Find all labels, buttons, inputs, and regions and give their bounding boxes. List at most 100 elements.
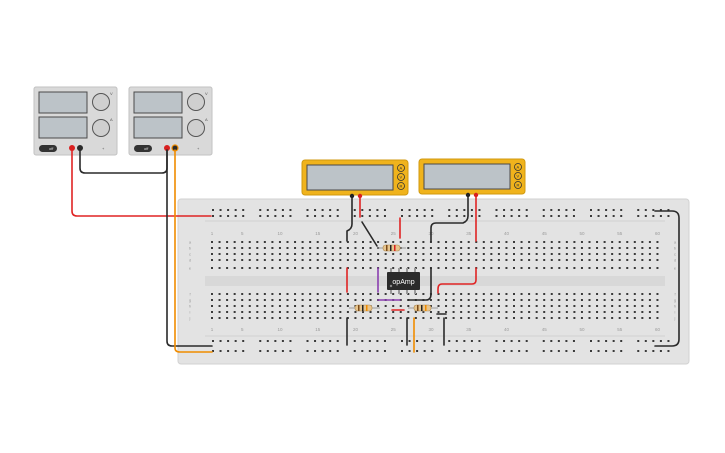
rail-hole[interactable] xyxy=(652,350,655,352)
rail-hole[interactable] xyxy=(620,350,623,352)
power-supply-1[interactable]: V A off + xyxy=(33,86,118,156)
breadboard-hole[interactable] xyxy=(535,293,538,295)
breadboard-hole[interactable] xyxy=(369,259,372,261)
rail-hole[interactable] xyxy=(510,209,513,211)
breadboard-hole[interactable] xyxy=(497,241,500,243)
breadboard-hole[interactable] xyxy=(256,311,259,313)
breadboard-hole[interactable] xyxy=(399,267,402,269)
breadboard-hole[interactable] xyxy=(414,247,417,249)
breadboard-hole[interactable] xyxy=(596,253,599,255)
breadboard-hole[interactable] xyxy=(445,253,448,255)
breadboard-hole[interactable] xyxy=(452,311,455,313)
breadboard-hole[interactable] xyxy=(399,293,402,295)
breadboard-hole[interactable] xyxy=(263,241,266,243)
voltage-knob[interactable] xyxy=(92,93,110,111)
rail-hole[interactable] xyxy=(572,215,575,217)
breadboard-hole[interactable] xyxy=(588,293,591,295)
breadboard-hole[interactable] xyxy=(241,267,244,269)
breadboard-hole[interactable] xyxy=(656,305,659,307)
breadboard-hole[interactable] xyxy=(618,241,621,243)
rail-hole[interactable] xyxy=(289,350,292,352)
breadboard-hole[interactable] xyxy=(505,247,508,249)
breadboard-hole[interactable] xyxy=(233,311,236,313)
breadboard-hole[interactable] xyxy=(437,293,440,295)
rail-hole[interactable] xyxy=(361,209,364,211)
rail-hole[interactable] xyxy=(408,215,411,217)
rail-hole[interactable] xyxy=(259,340,262,342)
breadboard-hole[interactable] xyxy=(505,299,508,301)
breadboard-hole[interactable] xyxy=(263,267,266,269)
rail-hole[interactable] xyxy=(620,209,623,211)
rail-hole[interactable] xyxy=(314,215,317,217)
breadboard-hole[interactable] xyxy=(573,311,576,313)
breadboard-hole[interactable] xyxy=(294,293,297,295)
breadboard-hole[interactable] xyxy=(271,259,274,261)
breadboard-hole[interactable] xyxy=(633,241,636,243)
breadboard-hole[interactable] xyxy=(362,317,364,319)
breadboard-hole[interactable] xyxy=(346,317,349,319)
breadboard-hole[interactable] xyxy=(218,241,221,243)
breadboard-hole[interactable] xyxy=(641,317,644,319)
breadboard-hole[interactable] xyxy=(226,311,229,313)
wire-black-mm1-probe[interactable] xyxy=(346,197,353,242)
rail-hole[interactable] xyxy=(383,350,386,352)
breadboard-hole[interactable] xyxy=(565,267,568,269)
rail-hole[interactable] xyxy=(565,215,568,217)
breadboard-hole[interactable] xyxy=(346,267,349,269)
breadboard-hole[interactable] xyxy=(460,253,463,255)
breadboard-hole[interactable] xyxy=(339,305,342,307)
breadboard-hole[interactable] xyxy=(278,305,281,307)
breadboard-hole[interactable] xyxy=(528,247,531,249)
rail-hole[interactable] xyxy=(401,350,403,352)
breadboard-hole[interactable] xyxy=(271,267,274,269)
breadboard-hole[interactable] xyxy=(384,241,387,243)
breadboard-hole[interactable] xyxy=(362,253,364,255)
breadboard-hole[interactable] xyxy=(565,311,568,313)
rail-hole[interactable] xyxy=(361,340,364,342)
breadboard-hole[interactable] xyxy=(460,267,463,269)
breadboard-hole[interactable] xyxy=(309,267,312,269)
rail-hole[interactable] xyxy=(329,350,332,352)
rail-hole[interactable] xyxy=(637,209,640,211)
rail-hole[interactable] xyxy=(478,209,481,211)
rail-hole[interactable] xyxy=(470,340,473,342)
breadboard-hole[interactable] xyxy=(475,293,478,295)
breadboard-hole[interactable] xyxy=(588,317,591,319)
breadboard-hole[interactable] xyxy=(505,253,508,255)
breadboard-hole[interactable] xyxy=(233,299,236,301)
mode-button-r[interactable] xyxy=(514,181,522,189)
rail-hole[interactable] xyxy=(329,215,332,217)
breadboard-hole[interactable] xyxy=(324,253,327,255)
breadboard-hole[interactable] xyxy=(588,305,591,307)
breadboard-hole[interactable] xyxy=(633,299,636,301)
rail-hole[interactable] xyxy=(227,215,230,217)
rail-hole[interactable] xyxy=(259,209,262,211)
breadboard-hole[interactable] xyxy=(233,305,236,307)
rail-hole[interactable] xyxy=(463,215,466,217)
breadboard-hole[interactable] xyxy=(641,259,644,261)
rail-hole[interactable] xyxy=(274,340,277,342)
breadboard-hole[interactable] xyxy=(256,317,259,319)
rail-hole[interactable] xyxy=(612,209,615,211)
breadboard-hole[interactable] xyxy=(354,317,357,319)
breadboard-hole[interactable] xyxy=(226,305,229,307)
rail-hole[interactable] xyxy=(495,215,498,217)
breadboard-hole[interactable] xyxy=(271,299,274,301)
breadboard-hole[interactable] xyxy=(550,293,553,295)
breadboard-hole[interactable] xyxy=(429,311,432,313)
breadboard-hole[interactable] xyxy=(475,317,478,319)
breadboard-hole[interactable] xyxy=(535,259,538,261)
breadboard-hole[interactable] xyxy=(399,253,402,255)
breadboard-hole[interactable] xyxy=(626,299,629,301)
breadboard-hole[interactable] xyxy=(497,247,500,249)
rail-hole[interactable] xyxy=(518,350,521,352)
breadboard-hole[interactable] xyxy=(218,267,221,269)
breadboard-hole[interactable] xyxy=(467,247,470,249)
breadboard-hole[interactable] xyxy=(618,299,621,301)
breadboard-hole[interactable] xyxy=(263,293,266,295)
breadboard-hole[interactable] xyxy=(648,259,651,261)
breadboard-hole[interactable] xyxy=(429,241,432,243)
breadboard-hole[interactable] xyxy=(248,247,251,249)
breadboard-hole[interactable] xyxy=(596,317,599,319)
breadboard-hole[interactable] xyxy=(588,259,591,261)
